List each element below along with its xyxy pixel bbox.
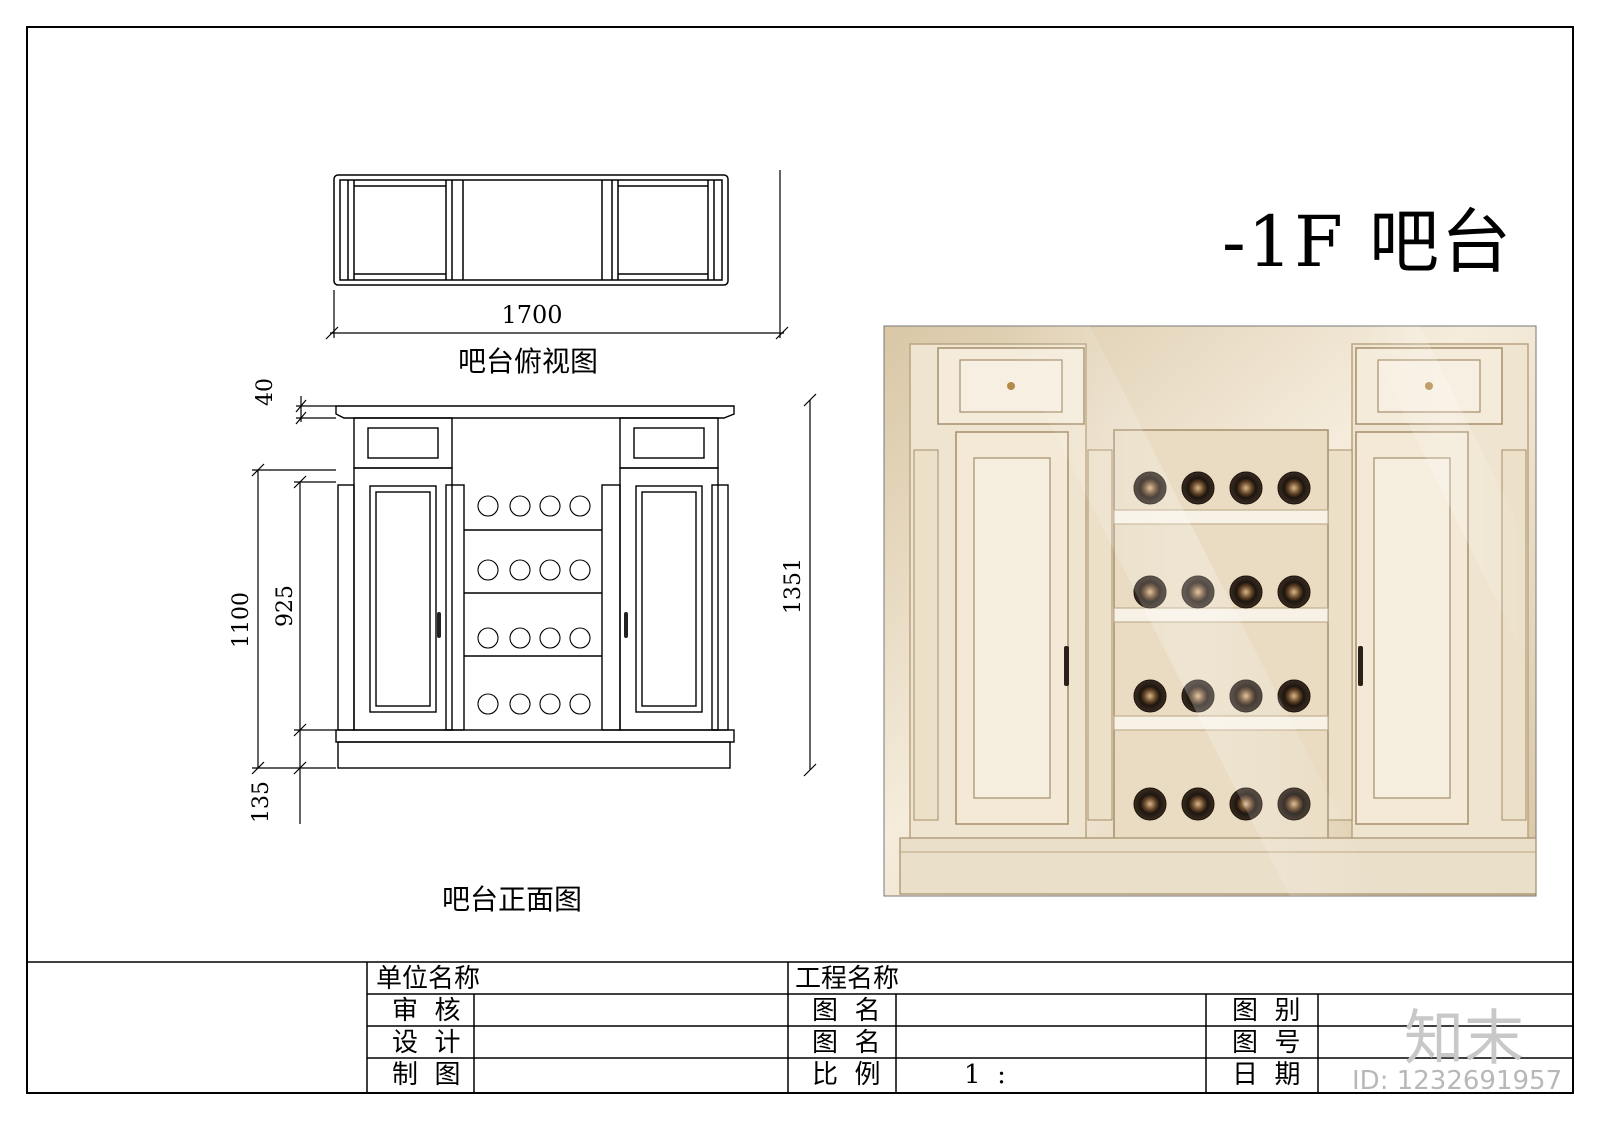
dimension-top-thickness: 40 — [253, 378, 278, 406]
top-view-drawing — [333, 174, 729, 286]
tb-design: 设 计 — [392, 1028, 461, 1058]
watermark-id: ID: 1232691957 — [1352, 1066, 1563, 1096]
tb-project-name: 工程名称 — [795, 964, 900, 994]
front-view-bottles — [477, 495, 591, 715]
tb-scale-label: 比 例 — [812, 1060, 881, 1090]
top-view-label: 吧台俯视图 — [458, 345, 599, 378]
drawing-title: -1F 吧台 — [1222, 201, 1514, 283]
tb-unit-name: 单位名称 — [376, 964, 481, 994]
title-block-grid — [27, 961, 1573, 1093]
tb-review: 审 核 — [392, 996, 461, 1026]
front-view-handles — [437, 612, 628, 638]
tb-drafting: 制 图 — [392, 1060, 461, 1090]
front-view-drawing — [335, 405, 735, 769]
render-image — [883, 325, 1537, 897]
tb-scale-value: 1 : — [964, 1060, 1006, 1090]
sheet-border — [26, 26, 1574, 1094]
tb-drawing-number: 图 号 — [1232, 1028, 1301, 1058]
tb-drawing-name-2: 图 名 — [812, 1028, 881, 1058]
tb-drawing-type: 图 别 — [1232, 996, 1301, 1026]
dimension-height-1100: 1100 — [229, 592, 254, 648]
dimension-width — [325, 170, 789, 340]
tb-drawing-name-1: 图 名 — [812, 996, 881, 1026]
dimension-total-1351: 1351 — [781, 558, 806, 614]
dimension-base-135: 135 — [249, 781, 274, 823]
dimension-height-925: 925 — [273, 585, 298, 627]
front-view-label: 吧台正面图 — [442, 883, 583, 916]
front-dimensions — [251, 393, 817, 824]
tb-date: 日 期 — [1232, 1060, 1301, 1090]
watermark-logo: 知末 — [1404, 1004, 1524, 1074]
dimension-width-text: 1700 — [501, 301, 562, 329]
